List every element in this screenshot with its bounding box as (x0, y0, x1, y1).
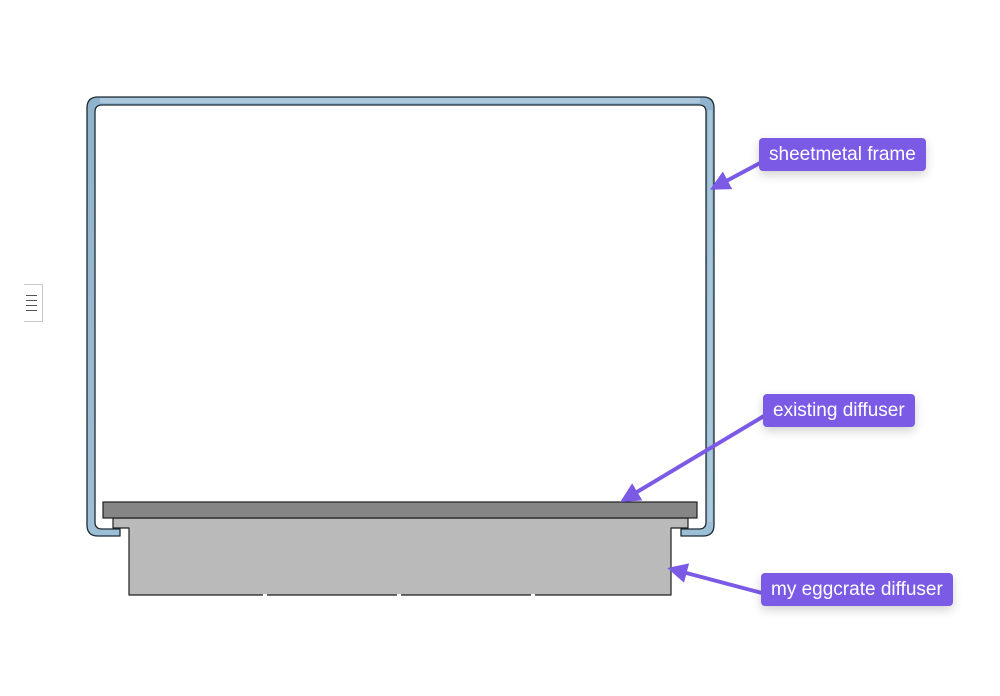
existing-diffuser-label: existing diffuser (763, 394, 915, 427)
sheetmetal-frame (86, 96, 715, 537)
existing-diffuser (102, 501, 698, 519)
eggcrate-diffuser-label: my eggcrate diffuser (761, 573, 953, 606)
sheetmetal-frame-label: sheetmetal frame (759, 138, 926, 171)
handle-line (26, 300, 37, 301)
eggcrate-arrow (667, 563, 764, 595)
frame-right-highlight (708, 110, 712, 522)
frame-top-highlight (100, 98, 700, 103)
handle-line (26, 305, 37, 306)
handle-line (26, 295, 37, 296)
drag-handle-icon[interactable] (24, 284, 43, 322)
handle-line (26, 310, 37, 311)
frame-arrow (709, 161, 762, 190)
eggcrate-diffuser (112, 517, 689, 596)
existing-arrow (620, 414, 766, 503)
